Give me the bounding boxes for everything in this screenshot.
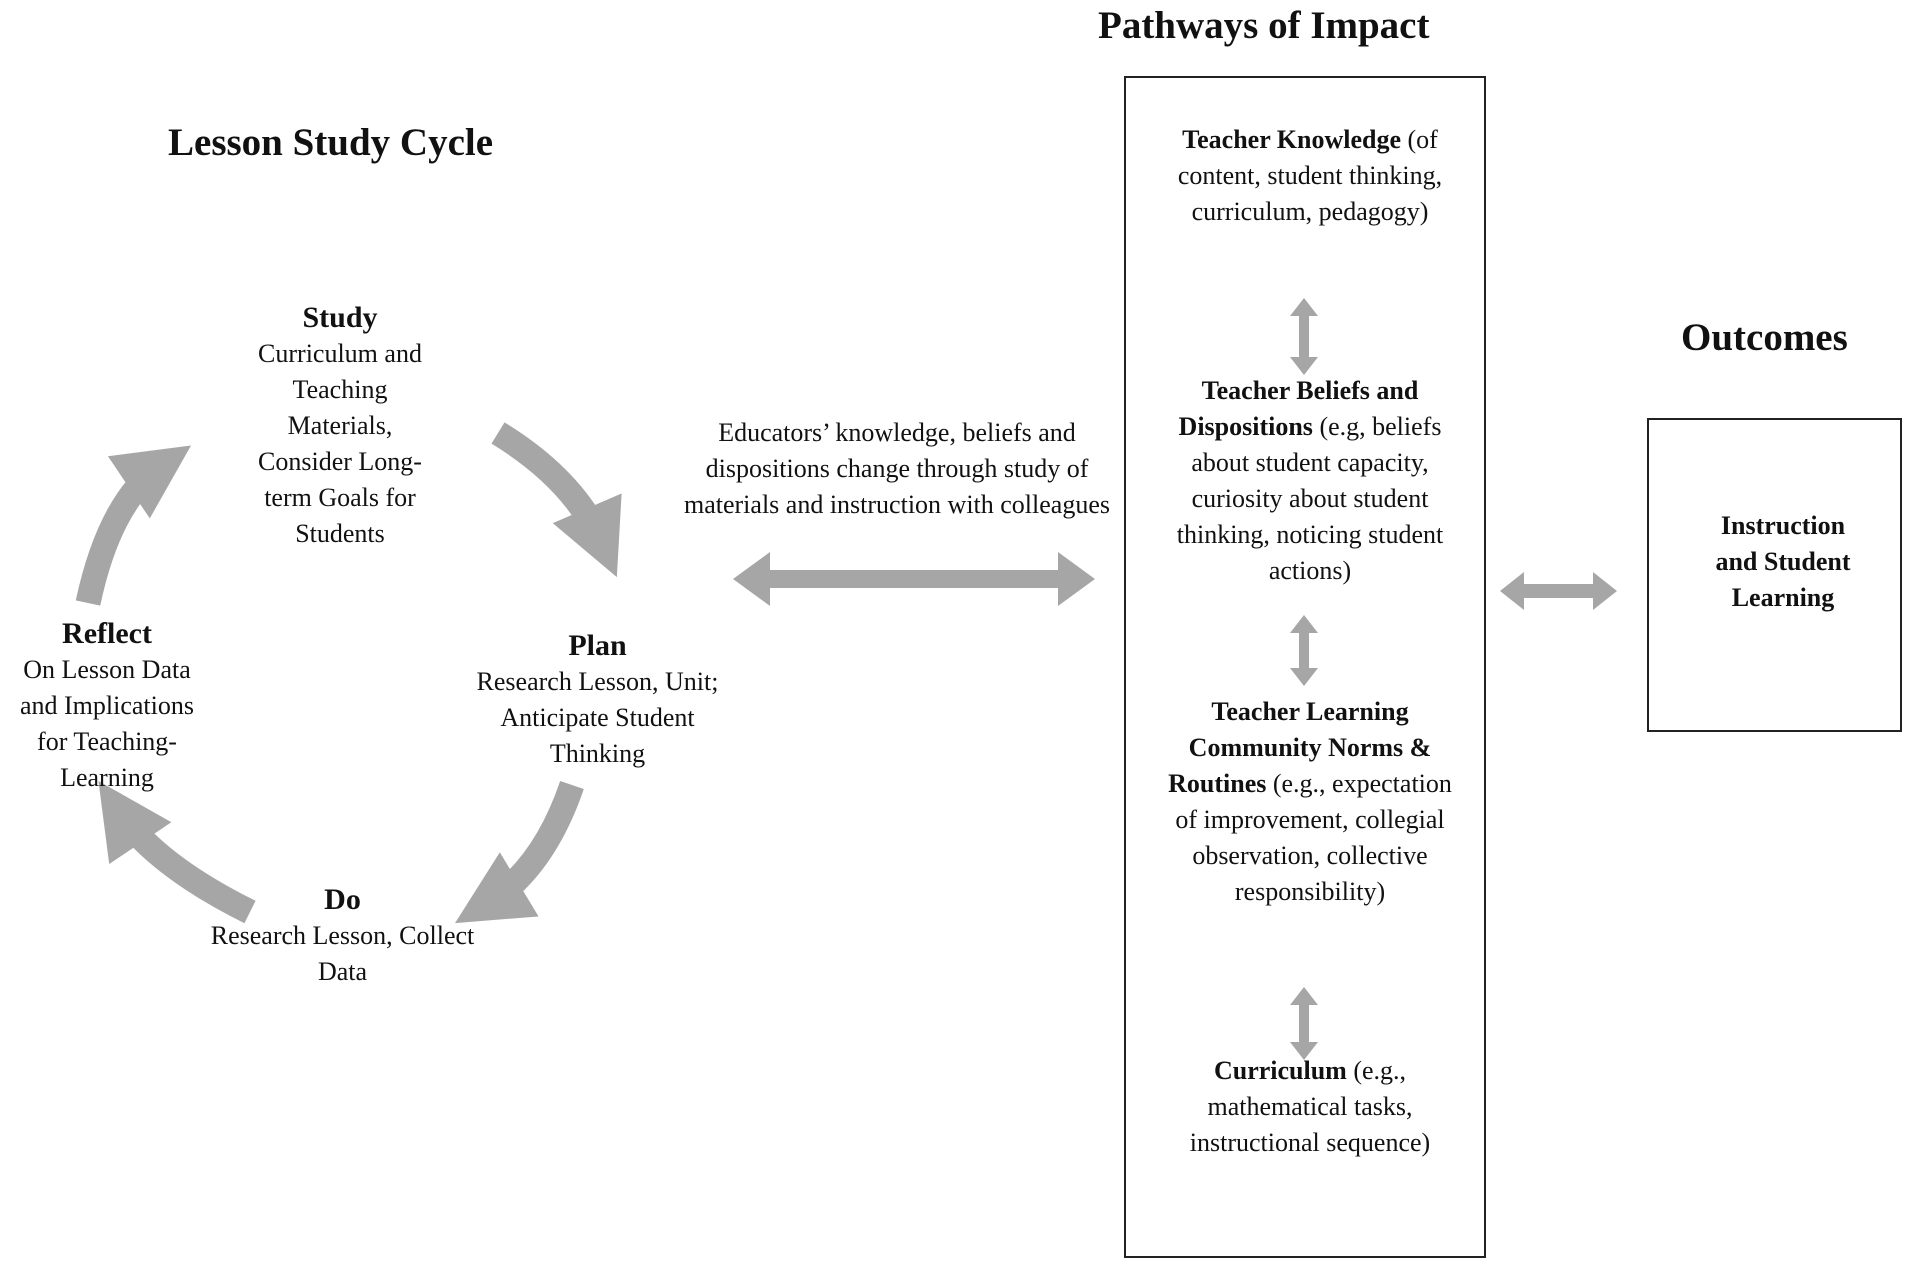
cycle-title: Lesson Study Cycle: [168, 121, 494, 164]
stage-reflect-description: On Lesson Data and Implications for Teac…: [19, 655, 194, 792]
stage-plan-title: Plan: [568, 629, 627, 662]
link-double-arrow: [733, 552, 1095, 606]
stage-plan-description: Research Lesson, Unit; Anticipate Studen…: [476, 667, 719, 768]
stage-do-description: Research Lesson, Collect Data: [210, 921, 475, 986]
stage-do: Do Research Lesson, Collect Data: [210, 882, 475, 990]
pathway-curriculum-detail: (e.g., mathematical tasks, instructional…: [1189, 1056, 1431, 1157]
stage-study-title: Study: [302, 301, 378, 334]
pathway-community-norms-detail: (e.g., expectation of improvement, colle…: [1175, 769, 1452, 906]
pathways-title: Pathways of Impact: [1098, 4, 1430, 47]
pathway-arrow-1: [1290, 298, 1318, 375]
pathway-teacher-beliefs-title: Teacher Beliefs and Dispositions: [1178, 376, 1419, 441]
outcomes-box: [1647, 418, 1902, 732]
pathway-teacher-knowledge-title: Teacher Knowledge: [1182, 125, 1401, 154]
stage-plan: Plan Research Lesson, Unit; Anticipate S…: [450, 628, 745, 772]
stage-study-description: Curriculum and Teaching Materials, Consi…: [258, 339, 422, 548]
cycle-arrow-do-to-reflect: [98, 780, 256, 924]
outcome-label: Instruction and Student Learning: [1715, 511, 1851, 612]
outcome-double-arrow: [1500, 572, 1617, 610]
stage-reflect-title: Reflect: [62, 617, 152, 650]
pathway-teacher-knowledge-detail: (of content, student thinking, curriculu…: [1177, 125, 1443, 226]
cycle-arrow-study-to-plan: [491, 422, 622, 578]
cycle-arrow-plan-to-do: [455, 780, 584, 924]
cycle-arrow-reflect-to-study: [75, 445, 192, 606]
pathway-arrow-3: [1290, 987, 1318, 1060]
stage-do-title: Do: [324, 883, 361, 916]
pathway-arrow-2: [1290, 615, 1318, 686]
pathway-community-norms-title: Teacher Learning Community Norms & Routi…: [1168, 697, 1432, 798]
pathway-community-norms: Teacher Learning Community Norms & Routi…: [1160, 694, 1460, 910]
pathway-teacher-beliefs-detail: (e.g, beliefs about student capacity, cu…: [1176, 412, 1444, 585]
stage-study: Study Curriculum and Teaching Materials,…: [240, 300, 440, 552]
pathway-teacher-knowledge: Teacher Knowledge (of content, student t…: [1160, 122, 1460, 230]
stage-reflect: Reflect On Lesson Data and Implications …: [2, 616, 212, 796]
pathway-teacher-beliefs: Teacher Beliefs and Dispositions (e.g, b…: [1160, 373, 1460, 589]
pathway-curriculum-title: Curriculum: [1213, 1056, 1347, 1085]
link-description: Educators’ knowledge, beliefs and dispos…: [684, 418, 1110, 519]
outcomes-title: Outcomes: [1681, 316, 1848, 359]
pathway-curriculum: Curriculum (e.g., mathematical tasks, in…: [1160, 1053, 1460, 1161]
pathways-box: [1124, 76, 1486, 1258]
